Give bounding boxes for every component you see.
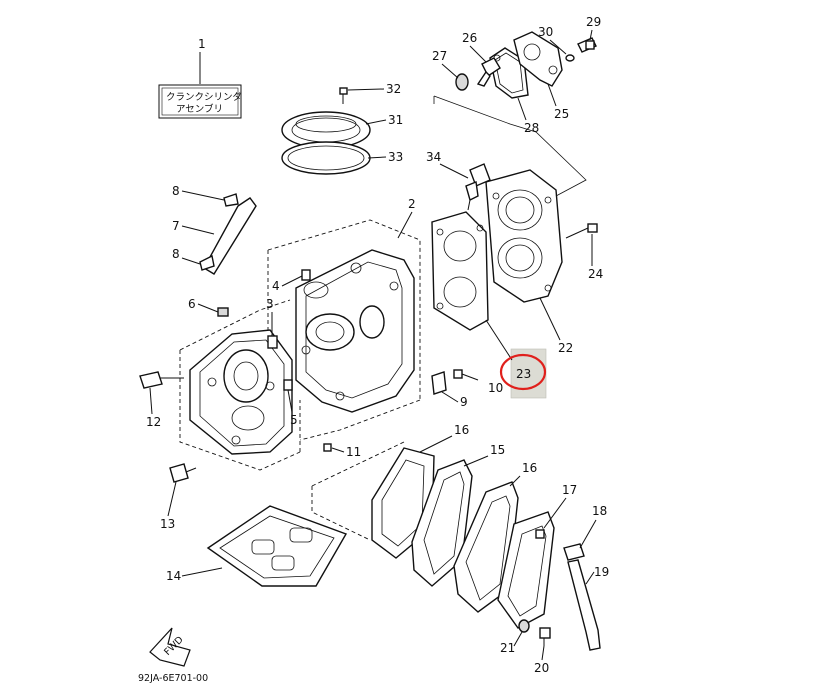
highlight-box bbox=[510, 348, 547, 399]
part-number-15: 15 bbox=[490, 443, 505, 457]
part-number-18: 18 bbox=[592, 504, 607, 518]
part-number-13: 13 bbox=[160, 517, 175, 531]
part-number-16b: 16 bbox=[522, 461, 537, 475]
part-number-6: 6 bbox=[188, 297, 196, 311]
part-number-9: 9 bbox=[460, 395, 468, 409]
part-number-32: 32 bbox=[386, 82, 401, 96]
part-number-31: 31 bbox=[388, 113, 403, 127]
diagram-code: 92JA-6E701-00 bbox=[138, 673, 208, 684]
part-number-11: 11 bbox=[346, 445, 361, 459]
highlighted-part-23[interactable]: 23 bbox=[485, 319, 547, 399]
small-parts bbox=[139, 193, 479, 483]
part-number-29: 29 bbox=[586, 15, 601, 29]
part-number-23: 23 bbox=[516, 367, 531, 381]
part-number-12: 12 bbox=[146, 415, 161, 429]
exhaust-plates bbox=[371, 447, 601, 651]
gasket-14 bbox=[206, 505, 348, 587]
part-number-22: 22 bbox=[558, 341, 573, 355]
part-number-4: 4 bbox=[272, 279, 280, 293]
crankcase-group bbox=[189, 249, 415, 455]
part-number-7: 7 bbox=[172, 219, 180, 233]
part-number-5: 5 bbox=[290, 413, 298, 427]
assembly-label-line1: クランクシリンダ bbox=[166, 91, 243, 103]
part-number-10: 10 bbox=[488, 381, 503, 395]
part-number-30: 30 bbox=[538, 25, 553, 39]
ring-group bbox=[281, 87, 371, 175]
cylinder-head-group bbox=[431, 163, 598, 331]
part-number-20: 20 bbox=[534, 661, 549, 675]
part-number-25: 25 bbox=[554, 107, 569, 121]
part-number-34: 34 bbox=[426, 150, 441, 164]
part-number-33: 33 bbox=[388, 150, 403, 164]
part-number-26: 26 bbox=[462, 31, 477, 45]
part-number-2: 2 bbox=[408, 197, 416, 211]
part-number-14: 14 bbox=[166, 569, 181, 583]
part-number-8b: 8 bbox=[172, 247, 180, 261]
highlight-circle bbox=[499, 353, 547, 391]
part-number-21: 21 bbox=[500, 641, 515, 655]
part-number-1: 1 bbox=[198, 37, 206, 51]
part-number-16a: 16 bbox=[454, 423, 469, 437]
part-number-24: 24 bbox=[588, 267, 603, 281]
thermostat-cover-group bbox=[455, 31, 597, 99]
part-labels: 2 3 4 5 6 7 8 8 9 10 11 12 13 14 15 16 1… bbox=[146, 15, 609, 675]
assembly-label-line2: アセンブリ bbox=[176, 103, 223, 115]
assembly-label-box bbox=[158, 84, 242, 119]
part-number-17: 17 bbox=[562, 483, 577, 497]
part-number-3: 3 bbox=[266, 297, 274, 311]
part-number-8a: 8 bbox=[172, 184, 180, 198]
fwd-arrow: FWD bbox=[149, 627, 191, 667]
part-number-19: 19 bbox=[594, 565, 609, 579]
part-number-27: 27 bbox=[432, 49, 447, 63]
